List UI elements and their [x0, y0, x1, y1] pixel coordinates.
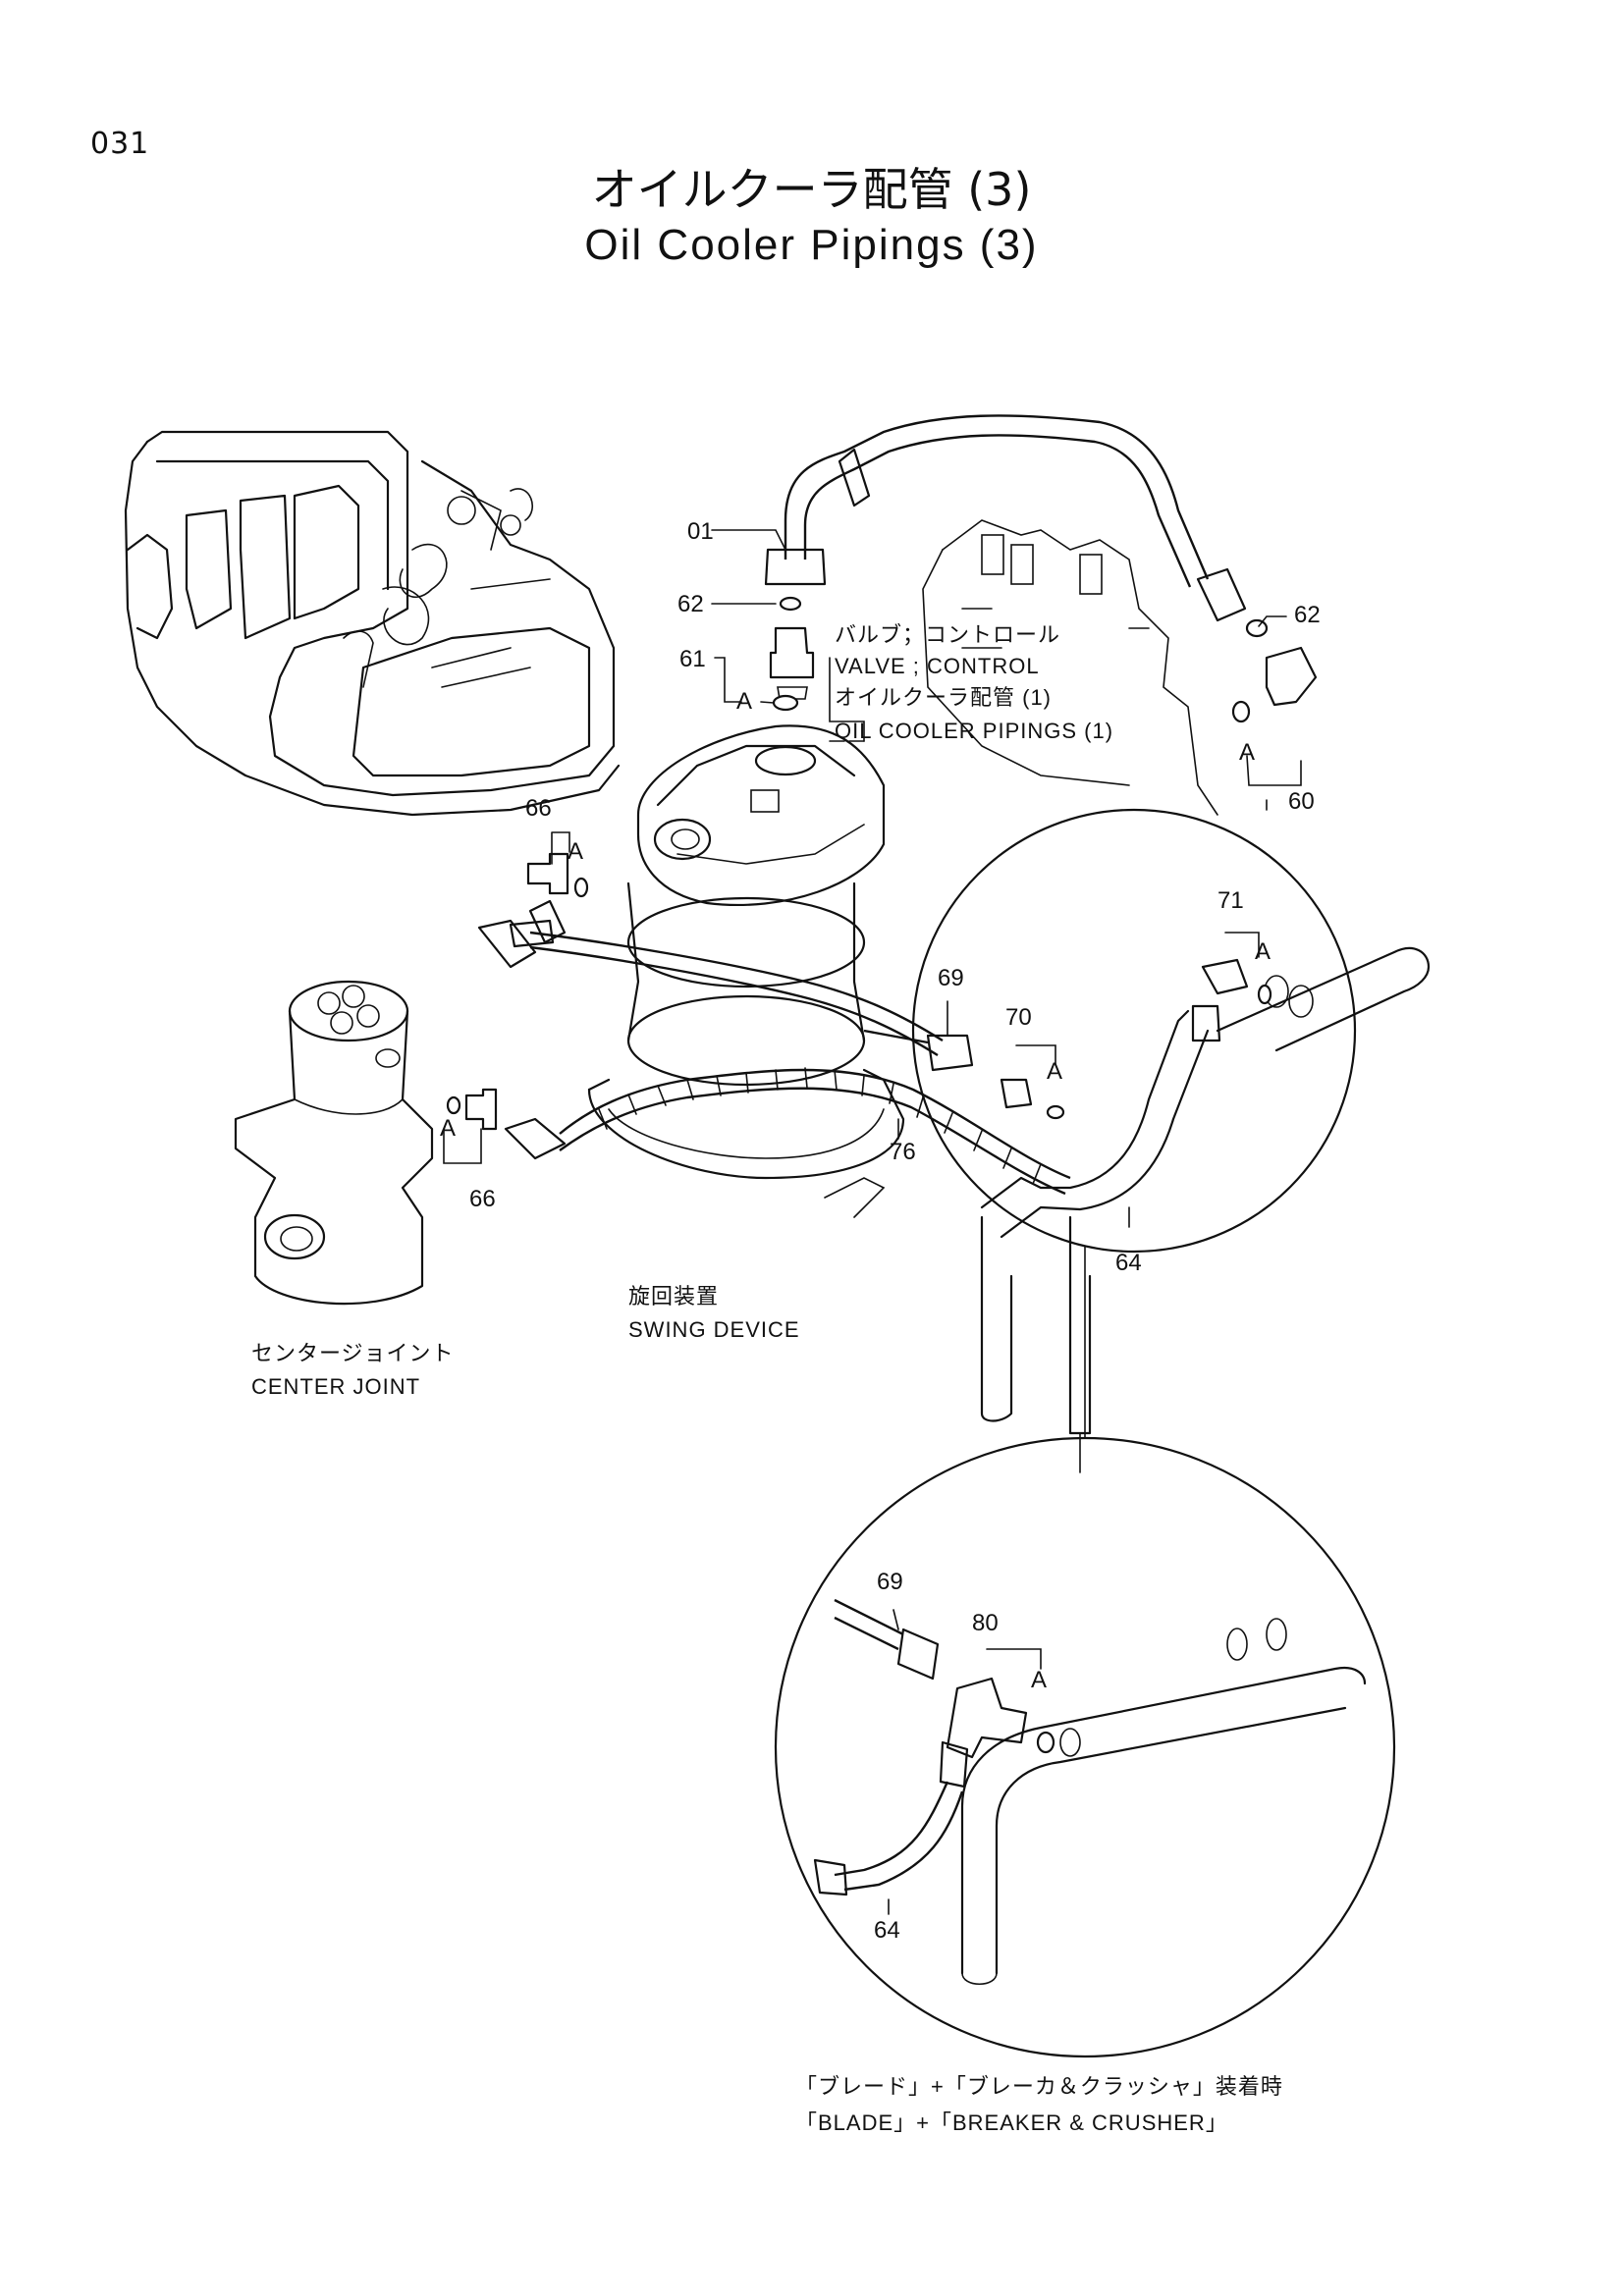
marker-a-80: A [1031, 1667, 1048, 1693]
part-number-76: 76 [890, 1139, 916, 1165]
center-joint-label-en: CENTER JOINT [251, 1374, 421, 1399]
center-joint-illustration [234, 980, 434, 1306]
page-title-jp: オイルクーラ配管 (3) [591, 163, 1032, 216]
part-number-62-top: 62 [677, 591, 704, 617]
page-number: 031 [90, 127, 150, 161]
fittings-66 [446, 852, 589, 1131]
part-number-61: 61 [679, 646, 706, 672]
fittings-61-62 [769, 596, 815, 712]
excavator-illustration [124, 430, 621, 817]
ref-label-jp: オイルクーラ配管 (1) [835, 685, 1053, 710]
part-number-60: 60 [1288, 788, 1315, 815]
part-number-70: 70 [1005, 1004, 1032, 1031]
swing-device-label-jp: 旋回装置 [628, 1284, 720, 1308]
part-number-80: 80 [972, 1610, 999, 1636]
hose-01-and-control-valve [764, 414, 1318, 816]
part-number-64-bottom: 64 [874, 1917, 900, 1944]
valve-label-en: VALVE ; CONTROL [835, 654, 1040, 678]
hoses-middle [477, 899, 1071, 1196]
leader-lines [443, 529, 1302, 1915]
marker-a-66-top: A [568, 838, 584, 865]
marker-a-71: A [1255, 938, 1271, 965]
page-title-en: Oil Cooler Pipings (3) [584, 221, 1039, 269]
detail-circle-2 [774, 1246, 1396, 2058]
swing-device-label-en: SWING DEVICE [628, 1317, 800, 1342]
ref-label-en: OIL COOLER PIPINGS (1) [835, 719, 1114, 743]
part-number-64-top: 64 [1115, 1250, 1142, 1276]
marker-a-61: A [736, 688, 753, 715]
detail-circle-1 [863, 808, 1431, 1473]
part-number-66-top: 66 [525, 795, 552, 822]
valve-label-jp: バルブ；コントロール [835, 622, 1061, 647]
part-number-71: 71 [1217, 887, 1244, 914]
part-number-69-bottom: 69 [877, 1569, 903, 1595]
center-joint-label-jp: センタージョイント [251, 1341, 455, 1365]
marker-a-70: A [1047, 1058, 1063, 1085]
marker-a-60: A [1239, 739, 1256, 766]
marker-a-66-bottom: A [440, 1115, 457, 1142]
part-number-66-bottom: 66 [469, 1186, 496, 1212]
part-number-01: 01 [687, 518, 714, 545]
note-label-en: 「BLADE」+「BREAKER & CRUSHER」 [795, 2110, 1228, 2135]
swing-device-illustration [587, 724, 905, 1218]
note-label-jp: 「ブレード」+「ブレーカ＆クラッシャ」装着時 [795, 2074, 1283, 2099]
part-number-62-right: 62 [1294, 602, 1321, 628]
part-number-69-top: 69 [938, 965, 964, 991]
